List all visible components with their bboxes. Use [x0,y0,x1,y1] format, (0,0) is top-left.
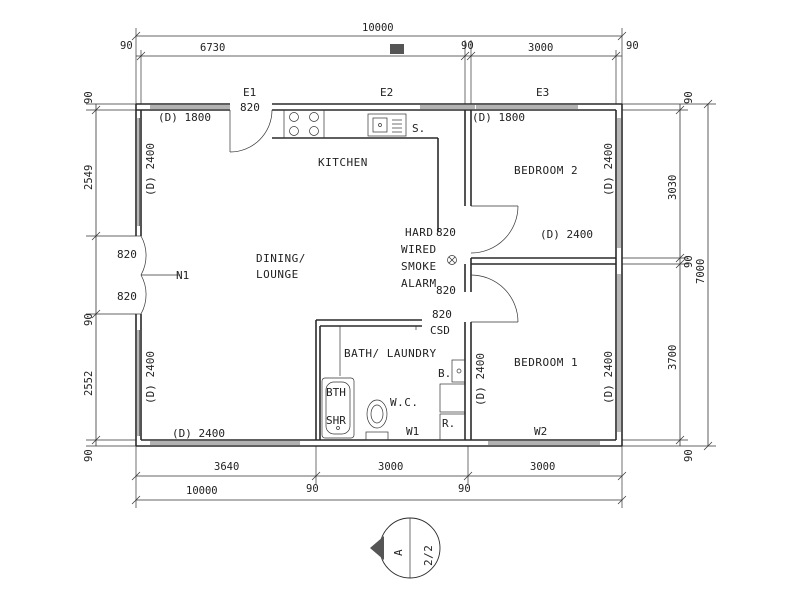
smoke-alarm-line3: SMOKE [401,260,437,273]
opening-labels: E1 820 E2 E3 (D) 1800 (D) 1800 N1 820 82… [117,86,615,440]
fixture-shower: SHR [326,414,346,427]
opening-w2: W2 [534,425,547,438]
meter-box-marker [390,44,404,54]
opening-n1: N1 [176,269,189,282]
smoke-alarm-symbol [447,255,457,265]
opening-e2: E2 [380,86,393,99]
door-e1-width: 820 [240,101,260,114]
smoke-alarm-line4: ALARM [401,277,437,290]
room-dining-line1: DINING/ [256,252,306,265]
dim-90-rt: 90 [683,91,695,104]
opening-e3: E3 [536,86,549,99]
dim-top-left: 6730 [200,42,225,54]
window-d2400-bottom: (D) 2400 [172,427,225,440]
dim-bottom-3: 3000 [530,461,555,473]
dim-90-tm: 90 [461,40,474,52]
dim-90-lb: 90 [83,449,95,462]
window-d2400-bed1-left: (D) 2400 [474,353,487,406]
dim-top-right: 3000 [528,42,553,54]
door-bath-width: 820 [432,308,452,321]
sink [367,113,407,137]
dim-90-tl: 90 [120,40,133,52]
exterior-walls [135,103,623,447]
dim-top-overall: 10000 [362,22,394,34]
section-sheet: 2/2 [422,545,435,566]
room-kitchen: KITCHEN [318,156,368,169]
room-bedroom-2: BEDROOM 2 [514,164,578,177]
smoke-alarm-line1: HARD [405,226,434,239]
window-d1800-left: (D) 1800 [158,111,211,124]
window-d2400-bed1-right: (D) 2400 [602,351,615,404]
dim-90-bm2: 90 [458,483,471,495]
door-n1-lower: 820 [117,290,137,303]
room-dining-line2: LOUNGE [256,268,299,281]
dim-left-upper: 2549 [83,165,95,190]
dim-left-lower: 2552 [83,371,95,396]
room-labels: KITCHEN BEDROOM 2 BEDROOM 1 DINING/ LOUN… [256,122,578,430]
dim-bottom-overall: 10000 [186,485,218,497]
room-bath-laundry: BATH/ LAUNDRY [344,347,437,360]
dim-90-lt: 90 [83,91,95,104]
window-d2400-left-upper: (D) 2400 [144,143,157,196]
room-bedroom-1: BEDROOM 1 [514,356,578,369]
dim-bottom-1: 3640 [214,461,239,473]
fixture-sink: S. [412,122,425,135]
opening-e1: E1 [243,86,256,99]
dim-right-overall: 7000 [695,259,707,284]
dim-90-rb: 90 [683,449,695,462]
bath-fixtures [321,326,466,441]
dim-90-bm1: 90 [306,483,319,495]
window-d2400-bed2-right: (D) 2400 [602,143,615,196]
fixture-basin: B. [438,367,451,380]
windows [137,105,621,445]
fixture-csd: CSD [430,324,450,337]
door-bed2-width: 820 [436,226,456,239]
dim-right-upper: 3030 [667,175,679,200]
fixture-refrigerator: R. [442,417,455,430]
window-d2400-left-lower: (D) 2400 [144,351,157,404]
opening-w1: W1 [406,425,419,438]
refrigerator [439,413,466,441]
fixture-wc: W.C. [390,396,419,409]
dimension-lines [86,28,716,508]
basin [451,359,466,383]
fixture-bath: BTH [326,386,346,399]
toilet-bowl [366,399,388,429]
bathtub [321,377,355,439]
dim-90-lm: 90 [83,313,95,326]
dim-right-lower: 3700 [667,345,679,370]
door-swings [140,109,519,323]
window-d1800-right: (D) 1800 [472,111,525,124]
dimension-labels: 10000 6730 3000 90 90 90 3640 3000 3000 … [83,22,707,497]
dim-90-rm: 90 [683,255,695,268]
kitchen-fixtures [283,109,407,139]
section-letter: A [392,549,405,556]
dim-90-tr: 90 [626,40,639,52]
toilet-cistern [365,431,389,441]
door-bed1-width: 820 [436,284,456,297]
door-n1-upper: 820 [117,248,137,261]
window-d2400-bed-divider: (D) 2400 [540,228,593,241]
dim-bottom-2: 3000 [378,461,403,473]
smoke-alarm-line2: WIRED [401,243,437,256]
section-marker: A 2/2 [370,517,441,579]
cooktop [283,109,325,139]
